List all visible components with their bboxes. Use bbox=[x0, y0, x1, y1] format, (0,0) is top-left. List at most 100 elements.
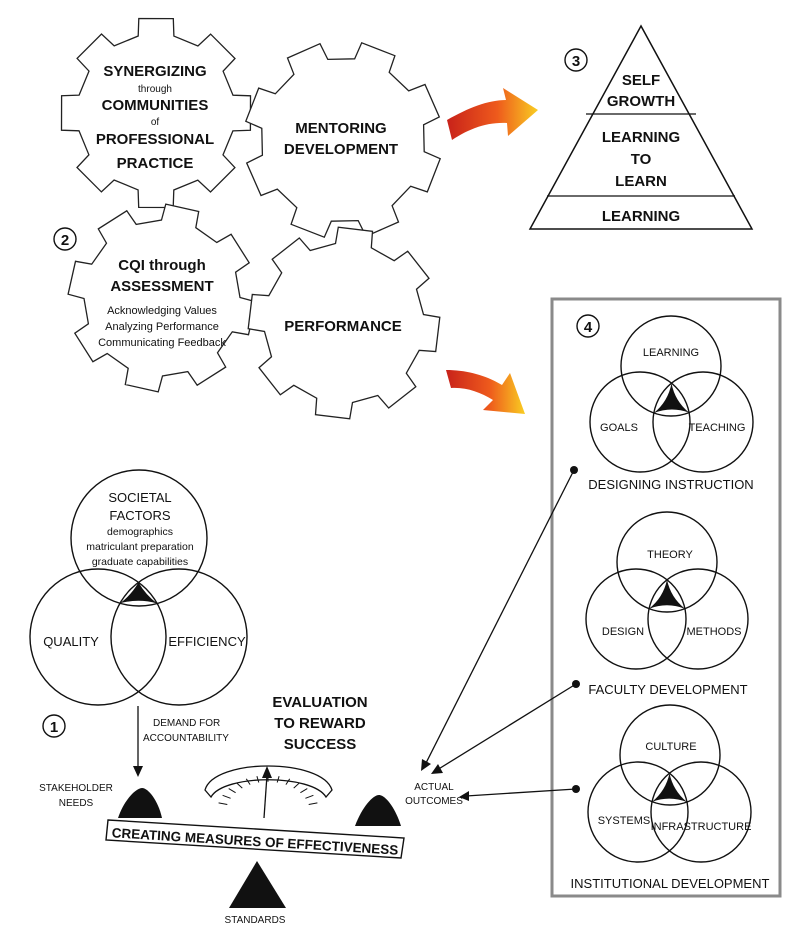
step-2-circle bbox=[53, 227, 77, 251]
gear-mentoring-shape bbox=[244, 41, 442, 239]
venn-circle bbox=[70, 469, 208, 607]
arrow-head-icon bbox=[133, 766, 143, 777]
beam bbox=[105, 819, 405, 859]
step-badge-2: 2 bbox=[53, 227, 77, 251]
gear-cqi-shape bbox=[67, 203, 257, 393]
gauge-tick bbox=[276, 776, 280, 783]
venn-caption: INSTITUTIONAL DEVELOPMENT bbox=[571, 876, 770, 891]
cqi-item: Acknowledging Values bbox=[107, 305, 217, 317]
gauge-tick bbox=[300, 788, 308, 794]
pyramid-tier-self-growth: SELF bbox=[622, 72, 660, 89]
venn-intersection bbox=[653, 383, 690, 413]
venn-circle bbox=[652, 371, 754, 473]
venn-designing-instruction: LEARNING GOALS TEACHING DESIGNING INSTRU… bbox=[588, 315, 754, 492]
step-2-number: 2 bbox=[61, 232, 69, 249]
societal-factor: graduate capabilities bbox=[92, 556, 188, 568]
cqi-title: CQI through bbox=[118, 257, 205, 274]
venn-faculty-development: THEORY DESIGN METHODS FACULTY DEVELOPMEN… bbox=[585, 511, 749, 697]
gear-performance: PERFORMANCE bbox=[284, 318, 402, 335]
venn-caption: DESIGNING INSTRUCTION bbox=[588, 477, 753, 492]
gear-performance-shape bbox=[247, 226, 441, 420]
stakeholder-weight-icon bbox=[118, 788, 162, 818]
gauge-tick bbox=[222, 794, 231, 799]
mentoring-development: DEVELOPMENT bbox=[284, 141, 398, 158]
balance-scale: 1 DEMAND FOR ACCOUNTABILITY EVALUATION T… bbox=[39, 694, 463, 926]
step-4-number: 4 bbox=[584, 319, 593, 336]
gear-mentoring: MENTORING DEVELOPMENT bbox=[284, 120, 398, 158]
venn-intersection bbox=[652, 773, 687, 802]
performance-label: PERFORMANCE bbox=[284, 318, 402, 335]
venn-circle bbox=[620, 315, 722, 417]
gauge-tick bbox=[218, 802, 228, 805]
demand-label-2: ACCOUNTABILITY bbox=[143, 733, 229, 744]
venn-circle bbox=[647, 568, 749, 670]
societal-title: SOCIETAL bbox=[108, 490, 171, 505]
pyramid-tier-learning-to-learn-3: LEARN bbox=[615, 173, 667, 190]
development-panel: 4 LEARNING GOALS TEACHING DESIGNING INST… bbox=[550, 297, 782, 898]
venn-right-label: EFFICIENCY bbox=[168, 634, 246, 649]
venn-circle bbox=[650, 761, 752, 863]
cqi-item: Analyzing Performance bbox=[105, 321, 219, 333]
venn-circle bbox=[110, 568, 248, 706]
evaluation-title-2: TO REWARD bbox=[274, 715, 366, 732]
evaluation-title-3: SUCCESS bbox=[284, 736, 357, 753]
step-1-number: 1 bbox=[50, 719, 58, 736]
gauge-tick bbox=[308, 802, 318, 805]
venn-right-label: METHODS bbox=[687, 626, 742, 638]
curved-arrow-icon bbox=[446, 370, 525, 414]
venn-circle bbox=[616, 511, 718, 613]
gear-synergizing-shape bbox=[60, 17, 252, 209]
pyramid-tier-self-growth-2: GROWTH bbox=[607, 93, 675, 110]
venn-circle bbox=[585, 568, 687, 670]
panel-border bbox=[550, 297, 782, 898]
venn-caption: FACULTY DEVELOPMENT bbox=[588, 682, 747, 697]
pyramid-shape bbox=[528, 24, 754, 230]
venn-left-label: DESIGN bbox=[602, 626, 644, 638]
gear-cqi: CQI through ASSESSMENT Acknowledging Val… bbox=[98, 257, 226, 349]
arrow-head-icon bbox=[421, 759, 431, 771]
gauge-tick bbox=[236, 782, 243, 789]
connectors bbox=[421, 466, 580, 801]
actual-outcomes-label: ACTUAL bbox=[414, 782, 454, 793]
societal-title-2: FACTORS bbox=[109, 508, 170, 523]
cqi-item: Communicating Feedback bbox=[98, 337, 226, 349]
venn-circle bbox=[619, 704, 721, 806]
synergizing-of: of bbox=[151, 117, 160, 128]
gauge-tick bbox=[285, 778, 291, 785]
arrow-head-icon bbox=[431, 764, 443, 774]
pyramid-tier-learning: LEARNING bbox=[602, 208, 680, 225]
actual-outcomes-label-2: OUTCOMES bbox=[405, 796, 463, 807]
venn-top-label: LEARNING bbox=[643, 347, 699, 359]
synergizing-professional: PROFESSIONAL bbox=[96, 131, 214, 148]
synergizing-communities: COMMUNITIES bbox=[102, 97, 209, 114]
connector-line bbox=[465, 788, 577, 797]
venn-societal-factors: SOCIETAL FACTORS demographics matriculan… bbox=[29, 469, 248, 706]
venn-circle bbox=[589, 371, 691, 473]
pyramid-tier-learning-to-learn-2: TO bbox=[631, 151, 652, 168]
venn-intersection bbox=[120, 582, 158, 604]
step-1-circle bbox=[42, 714, 66, 738]
stakeholder-label-2: NEEDS bbox=[59, 798, 94, 809]
venn-top-label: THEORY bbox=[647, 549, 693, 561]
evaluation-title: EVALUATION bbox=[272, 694, 367, 711]
societal-factor: demographics bbox=[107, 526, 173, 538]
venn-circle bbox=[587, 761, 689, 863]
synergizing-through: through bbox=[138, 84, 172, 95]
arrow-head-icon bbox=[459, 791, 469, 801]
venn-intersection bbox=[649, 579, 685, 609]
societal-factor: matriculant preparation bbox=[86, 541, 194, 553]
mentoring-label: MENTORING bbox=[295, 120, 386, 137]
synergizing-practice: PRACTICE bbox=[117, 155, 194, 172]
gear-synergizing: SYNERGIZING through COMMUNITIES of PROFE… bbox=[96, 63, 214, 172]
venn-left-label: GOALS bbox=[600, 422, 638, 434]
venn-right-label: TEACHING bbox=[689, 422, 746, 434]
venn-right-label: INFRASTRUCTURE bbox=[651, 821, 752, 833]
gauge-tick bbox=[256, 776, 260, 783]
venn-institutional-development: CULTURE SYSTEMS INFRASTRUCTURE INSTITUTI… bbox=[571, 704, 770, 891]
gauge-tick bbox=[305, 794, 314, 799]
venn-left-label: SYSTEMS bbox=[598, 815, 651, 827]
gauge-icon bbox=[204, 765, 333, 819]
outcomes-weight-icon bbox=[355, 795, 401, 826]
gauge-tick bbox=[245, 778, 251, 785]
